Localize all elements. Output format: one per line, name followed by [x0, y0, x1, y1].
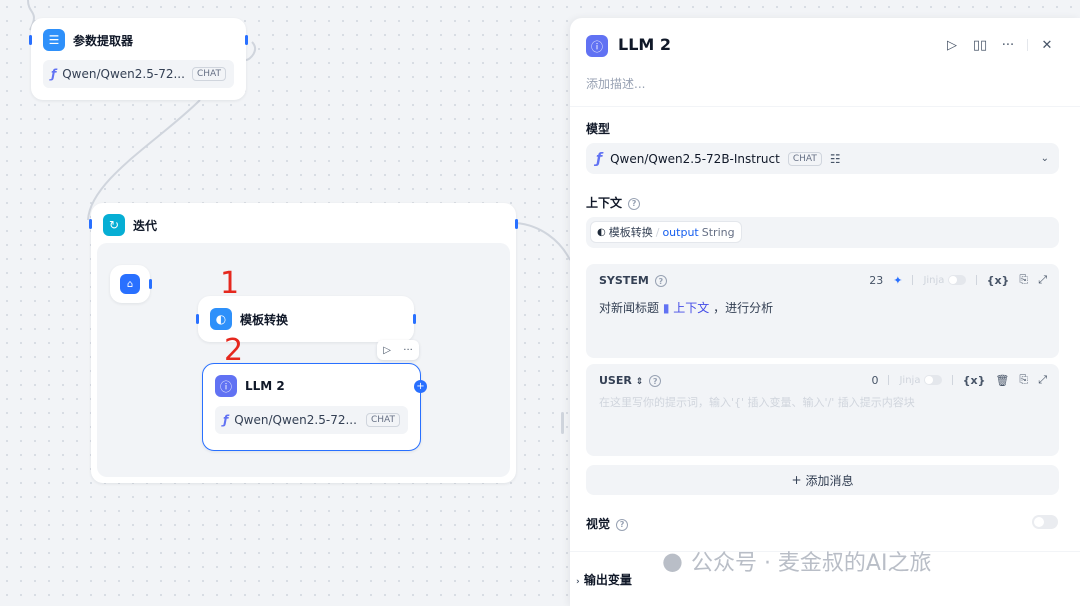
run-icon[interactable]: ▷ — [383, 344, 391, 356]
template-icon: ◐ — [597, 226, 606, 238]
wechat-icon: ● — [662, 547, 683, 575]
char-count: 0 — [871, 373, 879, 387]
vision-label: 视觉? — [586, 515, 629, 532]
sliders-icon[interactable]: ☷ — [829, 151, 841, 166]
sparkle-icon[interactable]: ✦ — [893, 273, 903, 287]
description-input[interactable]: 添加描述... — [586, 77, 646, 91]
iteration-title: 迭代 — [133, 218, 158, 233]
model-selector[interactable]: ƒ Qwen/Qwen2.5-72B-Instruct CHAT ☷ ⌄ — [586, 143, 1059, 174]
model-label: 模型 — [586, 122, 611, 136]
more-icon[interactable]: ··· — [403, 344, 413, 356]
annotation-2: 2 — [224, 333, 244, 368]
insert-variable-button[interactable]: {x} — [962, 373, 986, 387]
close-icon[interactable]: ✕ — [1041, 37, 1053, 53]
llm-title: LLM 2 — [245, 379, 285, 393]
panel-resize-handle[interactable] — [561, 412, 564, 434]
output-handle[interactable] — [413, 314, 416, 324]
param-extractor-icon: ☰ — [43, 29, 65, 51]
file-icon: ▮ — [662, 301, 670, 315]
template-transform-node[interactable]: ◐ 模板转换 — [196, 296, 416, 342]
jinja-toggle[interactable]: Jinja — [923, 274, 966, 286]
sort-icon: ⇕ — [635, 377, 644, 387]
user-prompt-input[interactable]: 在这里写你的提示词，输入'{' 插入变量、输入'/' 插入提示内容块 — [599, 396, 915, 409]
add-message-button[interactable]: + 添加消息 — [586, 465, 1059, 495]
divider — [570, 551, 1080, 552]
jinja-toggle[interactable]: Jinja — [899, 374, 942, 386]
template-icon: ◐ — [210, 308, 232, 330]
book-icon[interactable]: ▯▯ — [972, 37, 988, 53]
panel-title[interactable]: LLM 2 — [618, 35, 672, 54]
char-count: 23 — [869, 273, 884, 287]
system-prompt-box[interactable]: SYSTEM? 23 ✦ Jinja {x} ⎘ ⤢ 对新闻标题 ▮ 上下文 ，… — [586, 264, 1059, 358]
divider — [570, 106, 1080, 107]
help-icon: ? — [654, 275, 667, 287]
plus-icon: + — [791, 473, 802, 487]
model-provider-icon: ƒ — [596, 150, 603, 167]
context-label: 上下文? — [586, 194, 641, 211]
node-settings-panel: ⓘ LLM 2 ▷ ▯▯ ··· ✕ 添加描述... 模型 ƒ Qwen/Qwe… — [570, 18, 1080, 606]
chat-badge: CHAT — [365, 413, 400, 427]
param-extractor-model: ƒ Qwen/Qwen2.5-72... CHAT — [43, 60, 234, 88]
chat-badge: CHAT — [787, 151, 822, 166]
llm-model: ƒ Qwen/Qwen2.5-72... CHAT — [215, 406, 408, 434]
input-handle[interactable] — [89, 219, 92, 229]
param-extractor-title: 参数提取器 — [73, 33, 134, 48]
input-handle[interactable] — [196, 314, 199, 324]
copy-icon[interactable]: ⎘ — [1019, 273, 1029, 286]
model-provider-icon: ƒ — [223, 413, 229, 427]
help-icon: ? — [649, 375, 662, 387]
output-handle[interactable] — [149, 279, 152, 289]
watermark: ● 公众号 · 麦金叔的AI之旅 — [662, 547, 932, 576]
chevron-down-icon: ⌄ — [1040, 153, 1049, 164]
help-icon: ? — [628, 197, 641, 210]
iteration-icon: ↻ — [103, 214, 125, 236]
system-prompt-text[interactable]: 对新闻标题 ▮ 上下文 ，进行分析 — [599, 301, 774, 315]
llm-icon: ⓘ — [586, 35, 608, 57]
copy-icon[interactable]: ⎘ — [1019, 373, 1029, 386]
chevron-right-icon: › — [576, 577, 580, 587]
expand-icon[interactable]: ⤢ — [1038, 273, 1047, 286]
model-provider-icon: ƒ — [51, 67, 57, 81]
run-icon[interactable]: ▷ — [947, 37, 957, 53]
output-handle[interactable] — [245, 35, 248, 45]
home-icon: ⌂ — [120, 274, 140, 294]
param-extractor-node[interactable]: ☰ 参数提取器 ƒ Qwen/Qwen2.5-72... CHAT — [29, 18, 248, 100]
node-mini-toolbar: ▷ ··· — [377, 340, 419, 360]
annotation-1: 1 — [220, 266, 240, 301]
output-handle[interactable] — [515, 219, 518, 229]
template-title: 模板转换 — [240, 312, 289, 327]
output-variables-toggle[interactable]: › 输出变量 — [576, 573, 632, 587]
context-field[interactable]: ◐ 模板转换 / output String — [586, 217, 1059, 248]
help-icon: ? — [616, 518, 629, 531]
expand-icon[interactable]: ⤢ — [1038, 373, 1047, 386]
trash-icon[interactable]: 🗑 — [995, 373, 1010, 387]
iteration-node[interactable]: ↻ 迭代 — [89, 203, 518, 483]
vision-toggle[interactable] — [1032, 515, 1058, 529]
user-prompt-box[interactable]: USER ⇕? 0 Jinja {x} 🗑 ⎘ ⤢ 在这里写你的提示词，输入'{… — [586, 364, 1059, 456]
llm-node[interactable]: ⓘ LLM 2 ƒ Qwen/Qwen2.5-72... CHAT + — [202, 363, 427, 451]
add-node-icon[interactable]: + — [414, 380, 427, 393]
insert-variable-button[interactable]: {x} — [986, 273, 1010, 287]
llm-icon: ⓘ — [215, 375, 237, 397]
system-label: SYSTEM? — [599, 274, 667, 287]
more-icon[interactable]: ··· — [1001, 37, 1015, 53]
user-role-selector[interactable]: USER ⇕? — [599, 374, 662, 387]
context-var-chip[interactable]: ◐ 模板转换 / output String — [590, 221, 742, 243]
context-variable-tag: ▮ 上下文 — [662, 301, 710, 315]
input-handle[interactable] — [29, 35, 32, 45]
chat-badge: CHAT — [191, 67, 226, 81]
iteration-start-node[interactable]: ⌂ — [110, 265, 152, 303]
